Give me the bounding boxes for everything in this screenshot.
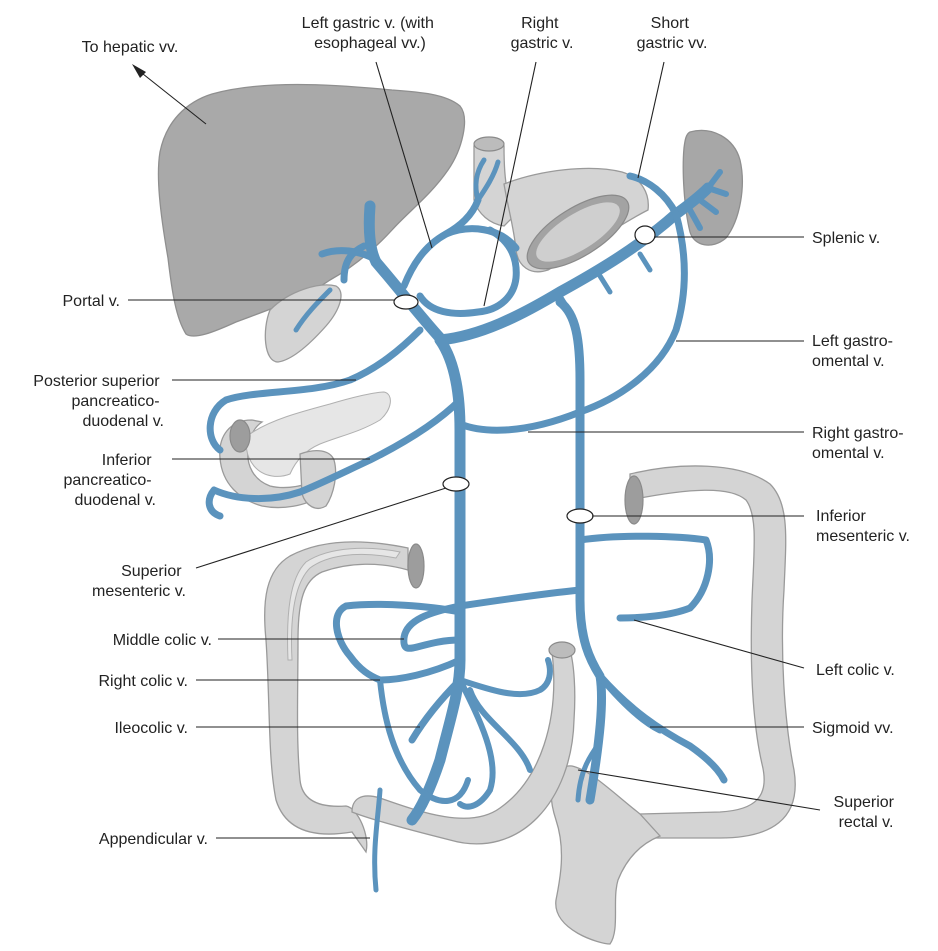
label-left-colic: Left colic v. [816,662,895,679]
label-inf-mesenteric: Inferior mesenteric v. [816,508,910,545]
veins [205,157,729,893]
left-gastroomental-vein [576,210,688,416]
left-gastric-vein [400,196,482,290]
esophagus-cut-end [473,136,505,152]
duodenum-cut-end [229,419,251,453]
ileocolic-vein [408,676,464,744]
inf-mesenteric-ring [566,508,594,524]
label-inf-pd: Inferior pancreatico- duodenal v. [64,452,157,509]
leader-sup-mesenteric [195,487,447,569]
label-portal: Portal v. [63,293,121,310]
splenic-ring [634,225,656,245]
leader-short-gastric [637,61,665,179]
ileum-cut-end [548,641,576,659]
leader-right-gastric [483,61,537,307]
portal-ring [393,294,419,310]
gastric-arc [442,225,520,252]
label-appendicular: Appendicular v. [99,831,208,848]
right-colic-loop [377,677,471,804]
liver [157,83,466,337]
arrow-hepatic [132,64,146,78]
cystic-vein [293,287,333,333]
inferior-mesenteric-vein [555,297,607,805]
leader-left-gastric [375,61,433,249]
label-splenic: Splenic v. [812,230,880,247]
colon-lumen-left [287,547,401,661]
labels: To hepatic vv. Left gastric v. (with eso… [33,15,910,848]
label-right-gastric: Right gastric v. [511,15,574,52]
organs [157,83,796,945]
label-left-gastric: Left gastric v. (with esophageal vv.) [302,15,439,52]
colon [264,465,796,854]
esophageal-veins [473,157,501,203]
vein-rings [393,225,656,524]
label-left-gastroomental: Left gastro- omental v. [812,333,897,370]
right-gastroomental-vein [456,408,584,434]
splenic-vein [434,182,714,346]
label-right-colic: Right colic v. [98,673,188,690]
label-hepatic: To hepatic vv. [82,39,179,56]
label-sup-mesenteric: Superior mesenteric v. [92,563,186,600]
right-colic-vein [376,656,464,684]
short-gastric-vein [626,172,680,218]
right-gastric-vein [416,226,520,317]
label-sup-rectal: Superior rectal v. [834,794,899,831]
superior-rectal-vein [575,739,603,803]
left-colic-vein [576,532,713,622]
middle-colic-loop [332,600,464,684]
portal-right-branch [340,242,368,284]
inferior-pancreaticoduodenal-vein [205,396,464,520]
vein-stroke [205,157,729,893]
label-post-sup-pd: Posterior superior pancreatico- duodenal… [33,373,164,430]
label-ileocolic: Ileocolic v. [114,720,188,737]
leader-sup-rectal [577,769,821,811]
pancreas-head-lower [299,449,337,509]
ileum [351,649,576,845]
post-sup-pancreaticoduodenal-vein [206,326,424,454]
portal-left-branch [318,247,380,264]
label-right-gastroomental: Right gastro- omental v. [812,425,908,462]
appendicular-vein [372,787,383,893]
leader-left-colic [633,619,805,669]
label-middle-colic: Middle colic v. [113,632,212,649]
stomach-cut-lumen [536,202,620,262]
middle-colic-vein [400,586,584,652]
pancreas [246,391,391,477]
label-sigmoid: Sigmoid vv. [812,720,894,737]
splenic-tributaries [687,169,729,231]
colon-cut-end-right [624,475,644,525]
sigmoid-veins [596,672,728,784]
leader-lines [128,61,821,839]
leader-hepatic [137,69,207,125]
colon-cut-end-left [407,543,425,589]
sigmoid-rectum [550,765,662,945]
ileal-branches [457,657,553,810]
sup-mesenteric-ring [442,476,470,492]
label-short-gastric: Short gastric vv. [637,15,708,52]
